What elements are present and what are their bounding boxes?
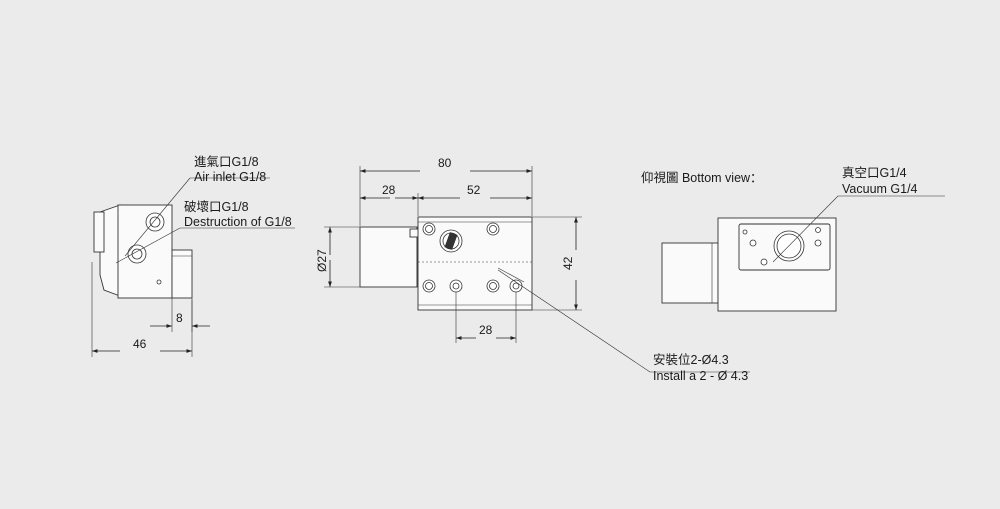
bottom-view-title: 仰視圖 Bottom view： [641, 170, 763, 185]
dim-8: 8 [176, 311, 183, 325]
vacuum-label-cn: 真空口G1/4 [842, 166, 907, 180]
dim-28-top: 28 [382, 183, 396, 197]
front-view: 安裝位2-Ø4.3 Install a 2 - Ø 4.3 80 28 52 Ø… [315, 156, 750, 383]
inlet-leader [124, 177, 191, 257]
vacuum-leader [772, 195, 839, 263]
dim-28-bottom: 28 [479, 323, 493, 337]
bottom-view: 仰視圖 Bottom view： 真空口G1/4 Vacuum G1/4 [641, 166, 945, 312]
destruction-label-cn: 破壞口G1/8 [184, 199, 249, 214]
dim-52: 52 [467, 183, 481, 197]
dim-dia27: Ø27 [315, 249, 329, 272]
dim-80: 80 [438, 156, 452, 170]
install-label-en: Install a 2 - Ø 4.3 [653, 369, 748, 383]
destruction-label-en: Destruction of G1/8 [184, 215, 292, 229]
vacuum-label-en: Vacuum G1/4 [842, 182, 918, 196]
dim-42: 42 [561, 256, 575, 270]
install-leader [497, 269, 651, 373]
destruction-leader [115, 227, 181, 264]
side-view: 進氣口G1/8 Air inlet G1/8 破壞口G1/8 Destructi… [91, 155, 295, 357]
install-label-cn: 安裝位2-Ø4.3 [653, 352, 729, 367]
inlet-label-en: Air inlet G1/8 [194, 170, 266, 184]
inlet-label-cn: 進氣口G1/8 [194, 155, 259, 169]
dim-46: 46 [133, 337, 147, 351]
